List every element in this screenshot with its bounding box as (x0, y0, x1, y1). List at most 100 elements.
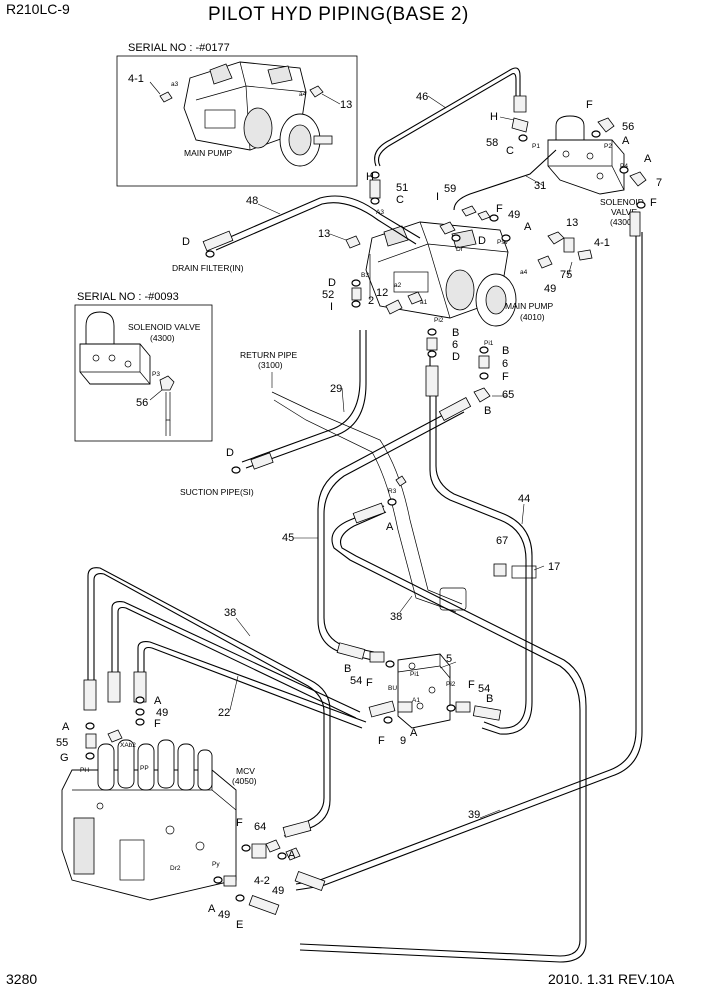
return-pipe-number: (3100) (258, 360, 283, 370)
callout-4-1-inset: 4-1 (128, 73, 144, 85)
letter-H1: H (490, 111, 498, 123)
port-a4-inset: a4 (299, 91, 307, 98)
letter-G1: G (60, 752, 69, 764)
callout-46: 46 (416, 91, 428, 103)
port-b3: B3 (361, 272, 369, 279)
port-a3-inset: a3 (171, 81, 179, 88)
hose-48 (213, 195, 421, 245)
letter-F8: F (154, 718, 161, 730)
block-port-pi2: Pi2 (446, 681, 456, 688)
callout-13b: 13 (566, 217, 578, 229)
callout-55: 55 (56, 737, 68, 749)
letter-I1: I (436, 191, 439, 203)
callout-49b: 49 (544, 283, 556, 295)
callout-2: 2 (368, 295, 374, 307)
return-pipe-label: RETURN PIPE (240, 350, 297, 360)
port-a1: a1 (420, 299, 428, 306)
port-dr: Dr (456, 246, 464, 253)
hose-44 (429, 380, 527, 729)
callout-52: 52 (322, 289, 334, 301)
callout-49e: 49 (218, 909, 230, 921)
callout-54a: 54 (350, 675, 362, 687)
solenoid-label-1: SOLENOID (600, 197, 644, 207)
letter-D5: D (226, 447, 234, 459)
callout-31: 31 (534, 180, 546, 192)
callout-39: 39 (468, 809, 480, 821)
elbow-56-inset (159, 375, 175, 391)
callout-48: 48 (246, 195, 258, 207)
port-pi1: Pi1 (484, 340, 494, 347)
fittings (83, 95, 646, 915)
letter-F1: F (586, 99, 593, 111)
letter-A9: A (208, 903, 216, 915)
elbow-56 (597, 117, 615, 133)
callout-17: 17 (548, 561, 560, 573)
main-pump: MAIN PUMP (4010) A3 Dr Psv a4 B3 a2 a1 P… (361, 209, 554, 347)
letter-B2: B (502, 345, 509, 357)
callout-38a: 38 (390, 611, 402, 623)
letter-A1: A (622, 135, 630, 147)
callout-58: 58 (486, 137, 498, 149)
main-pump-label: MAIN PUMP (505, 301, 554, 311)
callout-44: 44 (518, 493, 530, 505)
letter-A4: A (386, 521, 394, 533)
drain-filter-label: DRAIN FILTER(IN) (172, 263, 244, 273)
callout-38b: 38 (224, 607, 236, 619)
return-pipe: RETURN PIPE (3100) R3 (240, 350, 467, 613)
letter-H2: H (366, 171, 374, 183)
mcv-number: (4050) (232, 776, 257, 786)
callout-22: 22 (218, 707, 230, 719)
letter-F-mcv: F (236, 817, 243, 829)
page-title: PILOT HYD PIPING(BASE 2) (208, 4, 469, 25)
port-ph: PH (80, 767, 89, 774)
hose-38 (299, 505, 581, 957)
block-port-pi1: Pi1 (410, 671, 420, 678)
inset-frame (74, 304, 213, 442)
letter-B3: B (484, 405, 491, 417)
main-pump-number: (4010) (520, 312, 545, 322)
letter-A8: A (288, 849, 296, 861)
solenoid-valve: SOLENOID VALVE (4300) P1 P2 P4 (532, 115, 647, 227)
callout-5: 5 (446, 653, 452, 665)
hose-22b (137, 641, 367, 723)
callout-49a: 49 (508, 209, 520, 221)
callout-45: 45 (282, 532, 294, 544)
letter-F3: F (496, 203, 503, 215)
hose-38-lower (87, 567, 331, 837)
hose-46 (374, 67, 521, 167)
hose-31 (453, 149, 557, 211)
callout-49d: 49 (272, 885, 284, 897)
page-number: 3280 (6, 971, 37, 987)
hose-29 (241, 330, 361, 463)
letter-A2: A (644, 153, 652, 165)
fitting-13-inset (309, 85, 324, 98)
port-a3: A3 (376, 209, 384, 216)
port-a2: a2 (394, 282, 402, 289)
hose-39 (295, 232, 637, 885)
port-p3-inset: P3 (152, 371, 160, 378)
letter-D2: D (182, 236, 190, 248)
valve-block-5: Pi1 Pi2 BU A1 (388, 653, 456, 729)
pump-illustration (183, 61, 333, 167)
letter-C1: C (506, 145, 514, 157)
callout-67: 67 (496, 535, 508, 547)
callout-51: 51 (396, 182, 408, 194)
callout-49c: 49 (156, 707, 168, 719)
callout-7: 7 (656, 177, 662, 189)
letter-D1: D (478, 235, 486, 247)
callout-6b: 6 (502, 358, 508, 370)
callout-56-inset: 56 (136, 397, 148, 409)
part-callouts: 46 H 58 C F 56 A A 7 F 31 H 51 C I 59 F … (56, 91, 662, 931)
inset-serial: SERIAL NO : -#0177 (128, 42, 230, 54)
callout-4-1: 4-1 (594, 237, 610, 249)
port-p2: P2 (604, 143, 612, 150)
callout-6a: 6 (452, 339, 458, 351)
letter-E1: E (236, 919, 243, 931)
callout-75: 75 (560, 269, 572, 281)
letter-A3: A (524, 221, 532, 233)
port-pp: PP (140, 765, 149, 772)
port-xab2: XAb2 (120, 742, 136, 749)
callout-65: 65 (502, 389, 514, 401)
callout-56: 56 (622, 121, 634, 133)
